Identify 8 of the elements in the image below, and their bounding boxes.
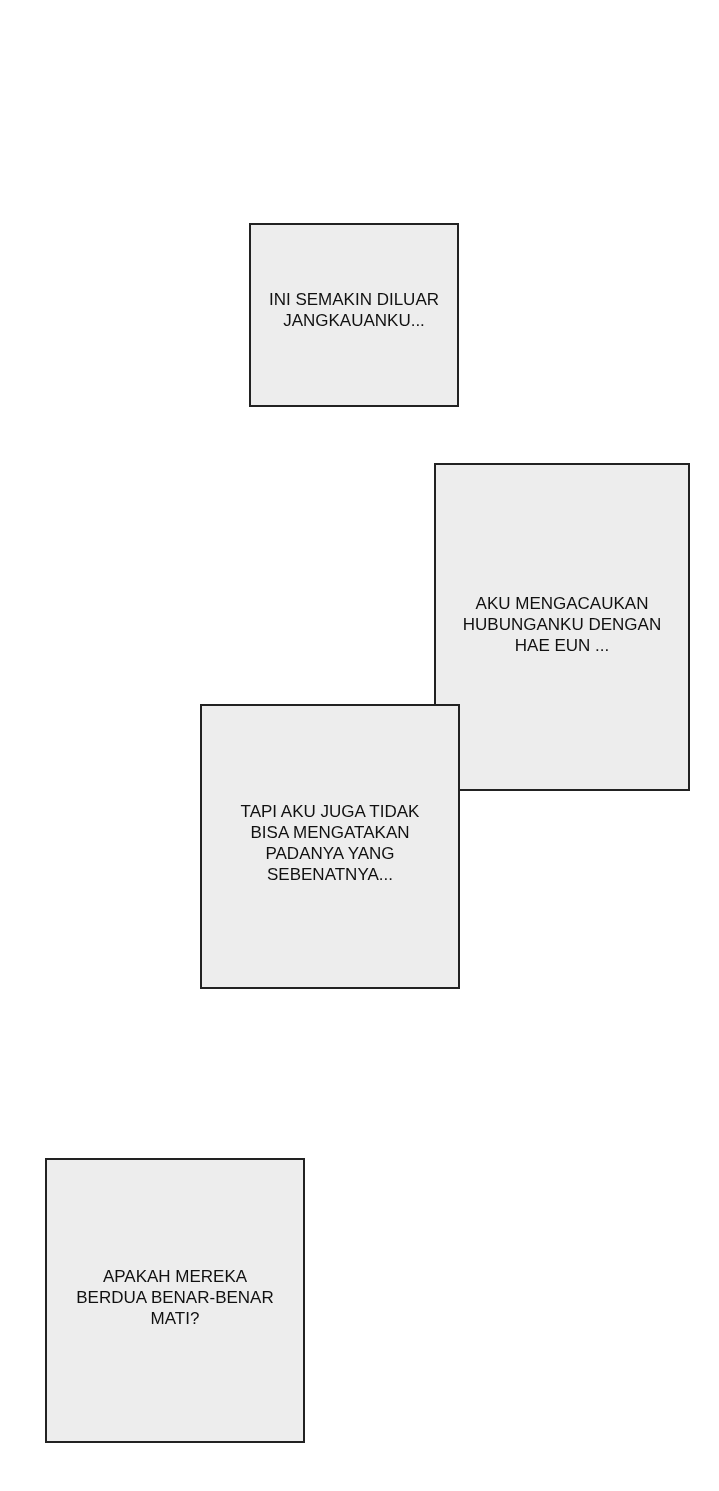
narration-text: TAPI AKU JUGA TIDAK BISA MENGATAKAN PADANYA YANG SEBENATNYA... <box>239 800 421 885</box>
narration-text: APAKAH MEREKA BERDUA BENAR-BENAR MATI? <box>75 1266 275 1329</box>
caption-box <box>200 704 460 989</box>
caption-box <box>434 463 690 791</box>
caption-box <box>249 223 459 407</box>
narration-text: INI SEMAKIN DILUAR JANGKAUANKU... <box>267 289 440 331</box>
caption-box <box>45 1158 305 1443</box>
narration-text: AKU MENGACAUKAN HUBUNGANKU DENGAN HAE EUN ... <box>462 592 662 656</box>
